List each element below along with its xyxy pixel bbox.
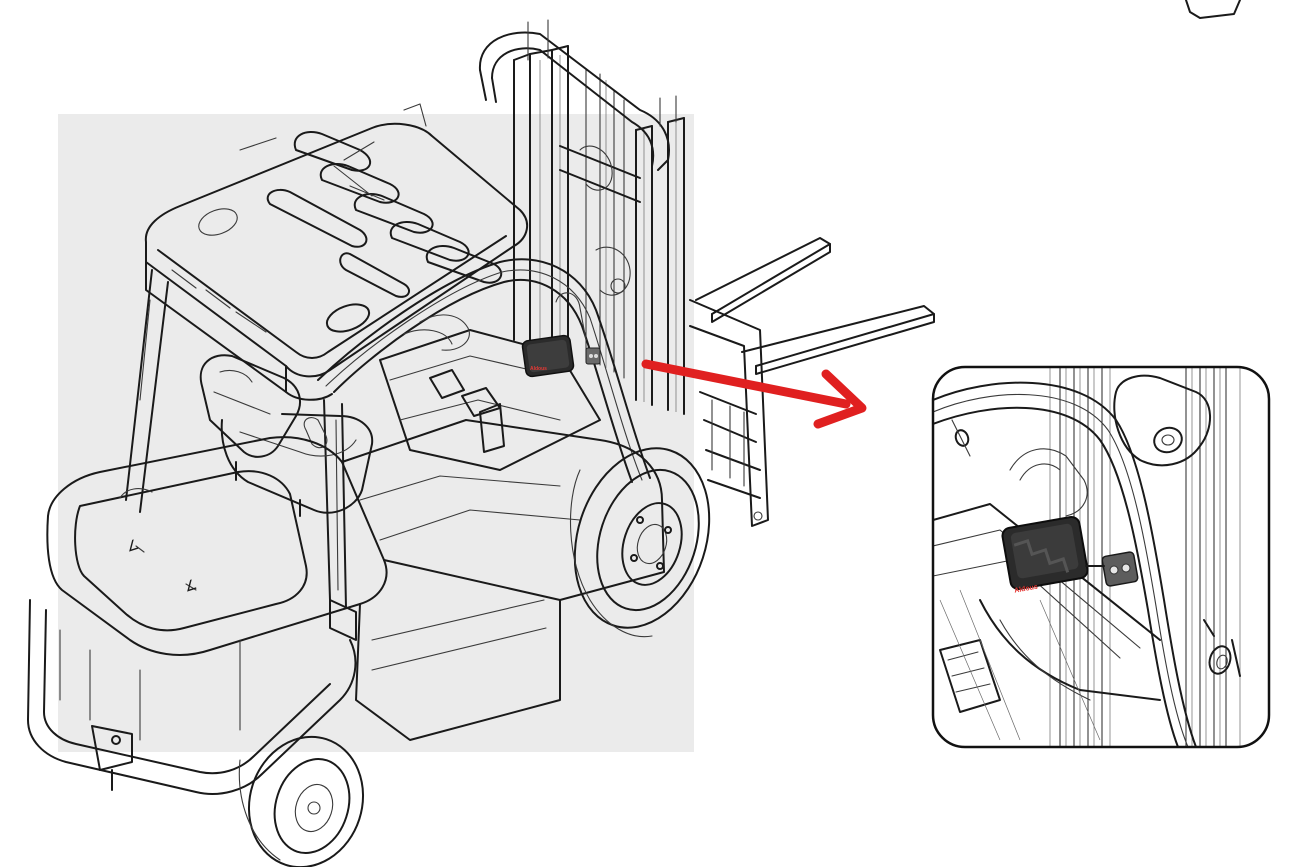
front-wheel: [569, 447, 711, 638]
rear-handle-mark-1: ∠: [124, 536, 141, 555]
mast: [478, 19, 685, 415]
detail-zoom-box: Aldous: [931, 365, 1271, 749]
overhead-guard: [144, 103, 529, 401]
detail-zoom-content: Aldous: [933, 367, 1241, 747]
device-detail-bracket: [1101, 551, 1139, 587]
chassis: ∠ ∠: [27, 419, 665, 795]
arrow-head: [813, 369, 867, 429]
seat: [199, 354, 374, 517]
device-detail: Aldous: [1001, 515, 1139, 595]
device-on-truck: Aldous: [521, 334, 601, 378]
device-brand-small: Aldous: [530, 366, 547, 372]
forks: [689, 237, 935, 527]
arrow-shaft: [641, 359, 851, 409]
rear-posts: [125, 269, 347, 609]
callout-arrow: [641, 359, 867, 429]
partial-corner-shape: [1185, 0, 1241, 19]
background-panel: [58, 114, 694, 752]
device-detail-brand: Aldous: [1014, 584, 1039, 595]
rear-handle-mark-2: ∠: [182, 576, 199, 595]
rear-wheel: [238, 735, 365, 867]
floor-and-pedals: [379, 292, 601, 471]
detail-zoom-frame: [931, 365, 1271, 749]
front-pillar: [317, 258, 651, 483]
